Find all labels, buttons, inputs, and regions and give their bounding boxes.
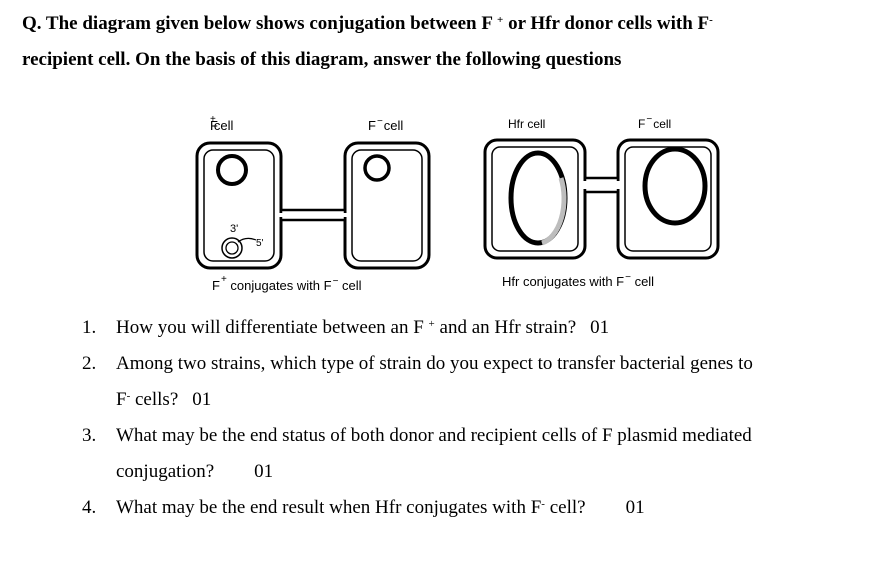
f-minus-cell-label-right: F−cell bbox=[638, 114, 671, 131]
marks: 01 bbox=[254, 461, 274, 482]
f-minus-cell-right bbox=[616, 138, 720, 260]
recipient-chromosome-left bbox=[363, 154, 391, 182]
f-minus-cell-left bbox=[343, 141, 431, 270]
conjugation-bridge-right bbox=[582, 176, 621, 194]
marks: 01 bbox=[590, 317, 610, 338]
hfr-cell-label: Hfr cell bbox=[508, 117, 545, 131]
right-panel: Hfr cell F−cell Hfr conjugates with F− c… bbox=[483, 114, 720, 289]
list-item: 2. Among two strains, which type of stra… bbox=[82, 353, 753, 410]
marks: 01 bbox=[625, 497, 645, 518]
conjugation-bridge-left bbox=[278, 208, 348, 222]
f-plus-cell bbox=[195, 141, 283, 270]
list-item: 4. What may be the end result when Hfr c… bbox=[82, 497, 645, 518]
hfr-cell bbox=[483, 138, 587, 260]
marks: 01 bbox=[192, 389, 212, 410]
donor-chromosome bbox=[216, 154, 248, 186]
question-line-2: recipient cell. On the basis of this dia… bbox=[22, 49, 622, 70]
end-3-label: 3' bbox=[230, 223, 238, 235]
conjugation-diagram: F+cell F−cell 3' 5' bbox=[195, 114, 720, 293]
question-line-1: Q. The diagram given below shows conjuga… bbox=[22, 13, 713, 34]
right-panel-caption: Hfr conjugates with F− cell bbox=[502, 272, 654, 289]
list-item: 3. What may be the end status of both do… bbox=[82, 425, 752, 482]
question-header: Q. The diagram given below shows conjuga… bbox=[22, 6, 882, 78]
f-plus-cell-label: F+cell bbox=[210, 114, 233, 133]
hfr-chromosome bbox=[508, 150, 568, 246]
f-plasmid bbox=[221, 237, 257, 259]
end-5-label: 5' bbox=[256, 238, 264, 249]
f-minus-cell-label-left: F−cell bbox=[368, 116, 403, 133]
recipient-chromosome-right bbox=[642, 146, 708, 226]
list-item: 1. How you will differentiate between an… bbox=[82, 317, 610, 338]
left-panel-caption: F+ conjugates with F− cell bbox=[212, 274, 362, 293]
left-panel: F+cell F−cell 3' 5' bbox=[195, 114, 431, 293]
question-list: 1. How you will differentiate between an… bbox=[82, 310, 872, 526]
